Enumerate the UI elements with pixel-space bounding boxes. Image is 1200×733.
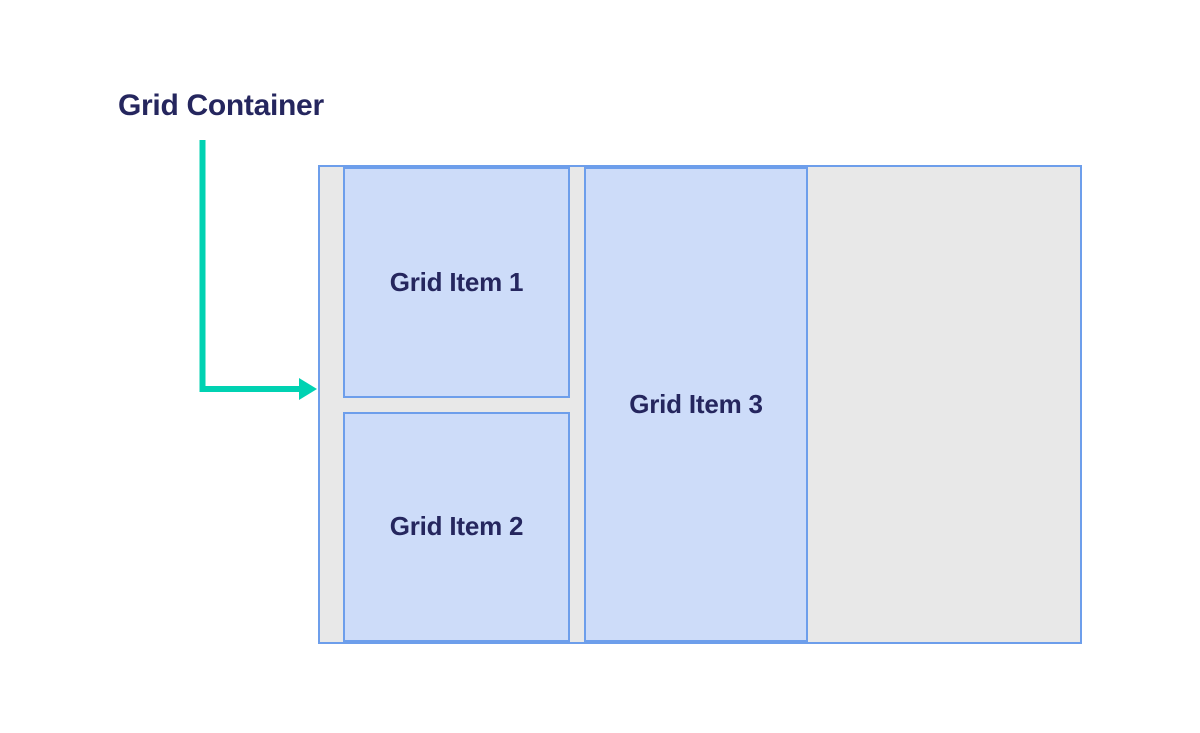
grid-item-2-label: Grid Item 2 <box>389 511 524 542</box>
grid-item-2: Grid Item 2 <box>343 411 570 642</box>
grid-item-1: Grid Item 1 <box>343 167 570 398</box>
grid-container-title: Grid Container <box>118 89 324 122</box>
arrow-line <box>199 140 301 392</box>
grid-item-3-label: Grid Item 3 <box>629 389 763 419</box>
grid-container: Grid Item 1 Grid Item 2 Grid Item 3 <box>318 165 1082 644</box>
arrow-head <box>299 378 317 400</box>
grid-item-3: Grid Item 3 <box>584 167 808 642</box>
pointer-arrow-icon <box>199 140 317 400</box>
grid-item-1-label: Grid Item 1 <box>389 266 524 297</box>
